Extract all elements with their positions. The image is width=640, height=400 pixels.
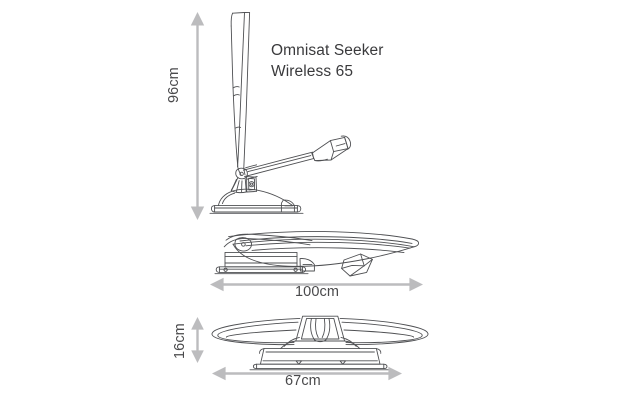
drawing-side-view-deployed	[209, 12, 352, 214]
dimension-100cm	[210, 277, 423, 292]
dimension-96cm	[190, 12, 205, 220]
dimension-label-stowed-height: 16cm	[172, 323, 188, 359]
dimension-67cm	[212, 366, 402, 381]
dimension-16cm	[191, 317, 204, 363]
dimension-label-length: 100cm	[295, 284, 340, 300]
dimension-label-height: 96cm	[166, 67, 182, 103]
product-title: Omnisat Seeker Wireless 65	[271, 42, 384, 80]
drawing-front-view-stowed	[211, 315, 429, 371]
drawing-side-view-stowed	[214, 231, 420, 277]
dimension-label-width: 67cm	[285, 373, 321, 389]
